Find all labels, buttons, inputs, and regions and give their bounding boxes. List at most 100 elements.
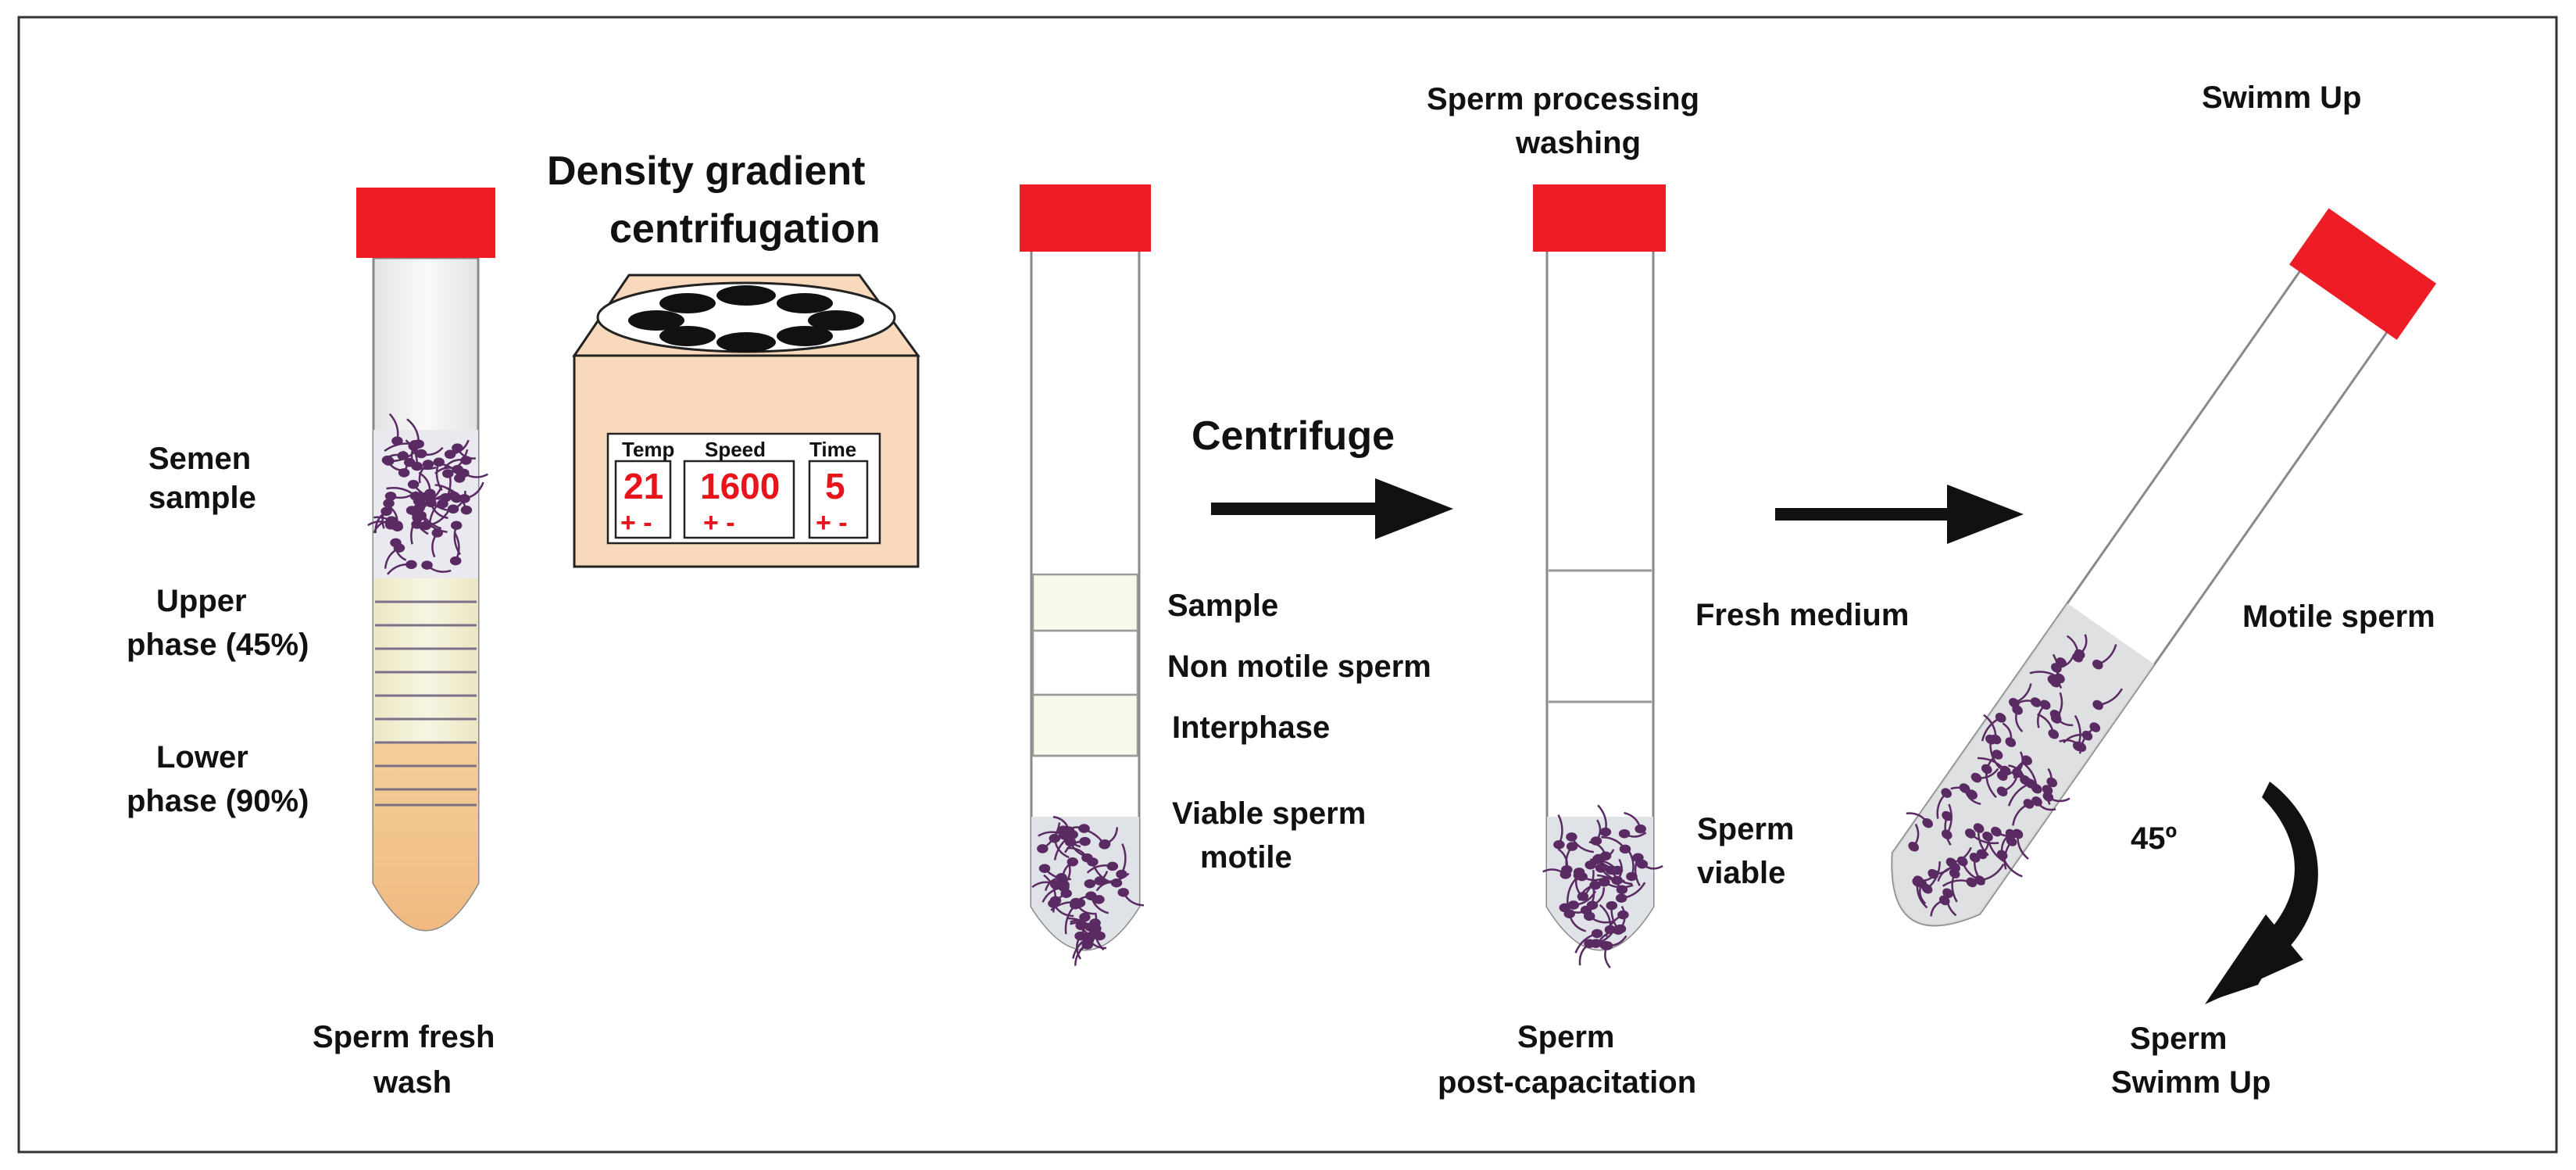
sperm-tail (1578, 943, 1591, 966)
sperm-tail (1052, 903, 1074, 918)
sperm-tail (1919, 882, 1927, 905)
tube-cap (356, 188, 495, 258)
sperm-tail (1978, 828, 1989, 857)
sperm-tail (1570, 836, 1594, 853)
caption-fresh-1: Sperm fresh (313, 1020, 495, 1054)
sperm-head (2092, 659, 2103, 670)
sperm-tail (405, 439, 418, 467)
sperm-tail (454, 533, 460, 562)
header-processing-1: Sperm processing (1427, 82, 1699, 116)
label-semen-2: sample (148, 481, 256, 515)
sperm-tail (381, 503, 390, 529)
sperm-tail (2008, 764, 2027, 781)
sperm-tail (1981, 717, 2002, 742)
sperm-head (1985, 734, 1996, 745)
display-value-speed: 1600 (700, 466, 780, 506)
sperm-tail (1942, 879, 1972, 887)
sperm-tail (1044, 876, 1062, 891)
sperm-tail (1983, 714, 1997, 740)
sperm-tail (390, 491, 418, 499)
tube-washing (1533, 184, 1666, 969)
sperm-tail (1093, 922, 1105, 951)
sperm-tail (464, 481, 484, 500)
sperm-tail (2097, 644, 2117, 666)
sperm-tail (1574, 871, 1581, 895)
sperm-tail (2037, 703, 2046, 728)
sperm-tail (387, 504, 398, 526)
header-processing-2: washing (1515, 126, 1641, 160)
sperm-tail (463, 472, 488, 478)
sperm-tail (373, 519, 392, 534)
sperm-tail (386, 563, 412, 575)
centrifuge-machine: Temp Speed Time 21 1600 5 + - + - + - (572, 274, 920, 568)
sperm-tail (416, 495, 422, 525)
sperm-tail (1062, 861, 1074, 882)
sperm-tail (1605, 914, 1624, 937)
sperm-tail (1557, 814, 1563, 846)
sperm-tail (2002, 772, 2019, 793)
display-control-time: + - (816, 508, 848, 538)
sperm-tail (2056, 661, 2063, 689)
sperm-tail (1050, 901, 1081, 911)
sperm-tail (1944, 815, 1952, 846)
layer-label-non-motile: Non motile sperm (1167, 649, 1431, 684)
tube-cap (1020, 184, 1151, 252)
label-fresh-medium: Fresh medium (1695, 598, 1909, 632)
sperm-tail (435, 461, 443, 492)
sperm-tail (431, 532, 438, 558)
label-lower-1: Lower (156, 740, 248, 775)
label-angle: 45º (2131, 821, 2177, 856)
sperm-tail (1634, 857, 1641, 886)
sperm-tail (2054, 714, 2074, 727)
sperm-tail (1596, 874, 1623, 890)
display-header-speed: Speed (705, 438, 766, 461)
sperm-tail (2059, 739, 2082, 748)
sperm-tail (1038, 831, 1065, 837)
caption-post-cap-1: Sperm (1517, 1020, 1615, 1054)
label-upper-2: phase (45%) (127, 628, 309, 662)
sperm-head (1996, 786, 2008, 796)
sperm-tail (2097, 688, 2124, 707)
caption-fresh-2: wash (373, 1065, 452, 1100)
sperm-tail (456, 447, 476, 460)
sperm-tail (2017, 833, 2029, 860)
sperm-tail (2002, 722, 2013, 742)
sperm-tail (1597, 804, 1607, 832)
sperm-tail (1086, 864, 1113, 874)
sperm-tail (1951, 873, 1958, 903)
caption-swim-up-1: Sperm (2130, 1022, 2228, 1056)
sperm-tail (426, 564, 452, 573)
display-control-speed: + - (703, 508, 735, 538)
sperm-tail (1592, 887, 1606, 907)
label-lower-2: phase (90%) (127, 784, 309, 818)
label-motile-sperm: Motile sperm (2242, 599, 2435, 634)
viable-sperm-pellet (1031, 815, 1145, 966)
sperm-tail (1557, 848, 1569, 870)
layer-label-sample: Sample (1167, 589, 1278, 623)
sperm-tail (384, 442, 416, 453)
display-header-time: Time (809, 438, 856, 461)
header-swim-up: Swimm Up (2202, 81, 2361, 115)
layer-label-interphase: Interphase (1172, 710, 1330, 745)
sperm-tail (1969, 832, 1999, 845)
rotor-slots (628, 285, 864, 352)
sperm-tail (1986, 836, 2005, 863)
sperm-tail (1574, 932, 1598, 954)
sperm-tail (2013, 759, 2028, 778)
tube-cap (2289, 208, 2437, 340)
layer-interphase (1031, 693, 1139, 757)
label-upper-1: Upper (156, 584, 247, 618)
tube-density-gradient (1020, 184, 1151, 966)
tube-cap (1533, 184, 1666, 252)
sperm-tail (1978, 757, 2006, 771)
sperm-tail (420, 514, 448, 534)
motile-sperm (1906, 634, 2124, 917)
sperm-tail (2035, 800, 2056, 811)
sperm-tail (1936, 792, 1948, 819)
sperm-tail (1600, 868, 1625, 882)
sperm-tail (2046, 767, 2053, 791)
label-sperm-viable-2: viable (1697, 856, 1785, 890)
sperm-tail (1601, 835, 1626, 850)
sperm-head (1959, 783, 1970, 793)
